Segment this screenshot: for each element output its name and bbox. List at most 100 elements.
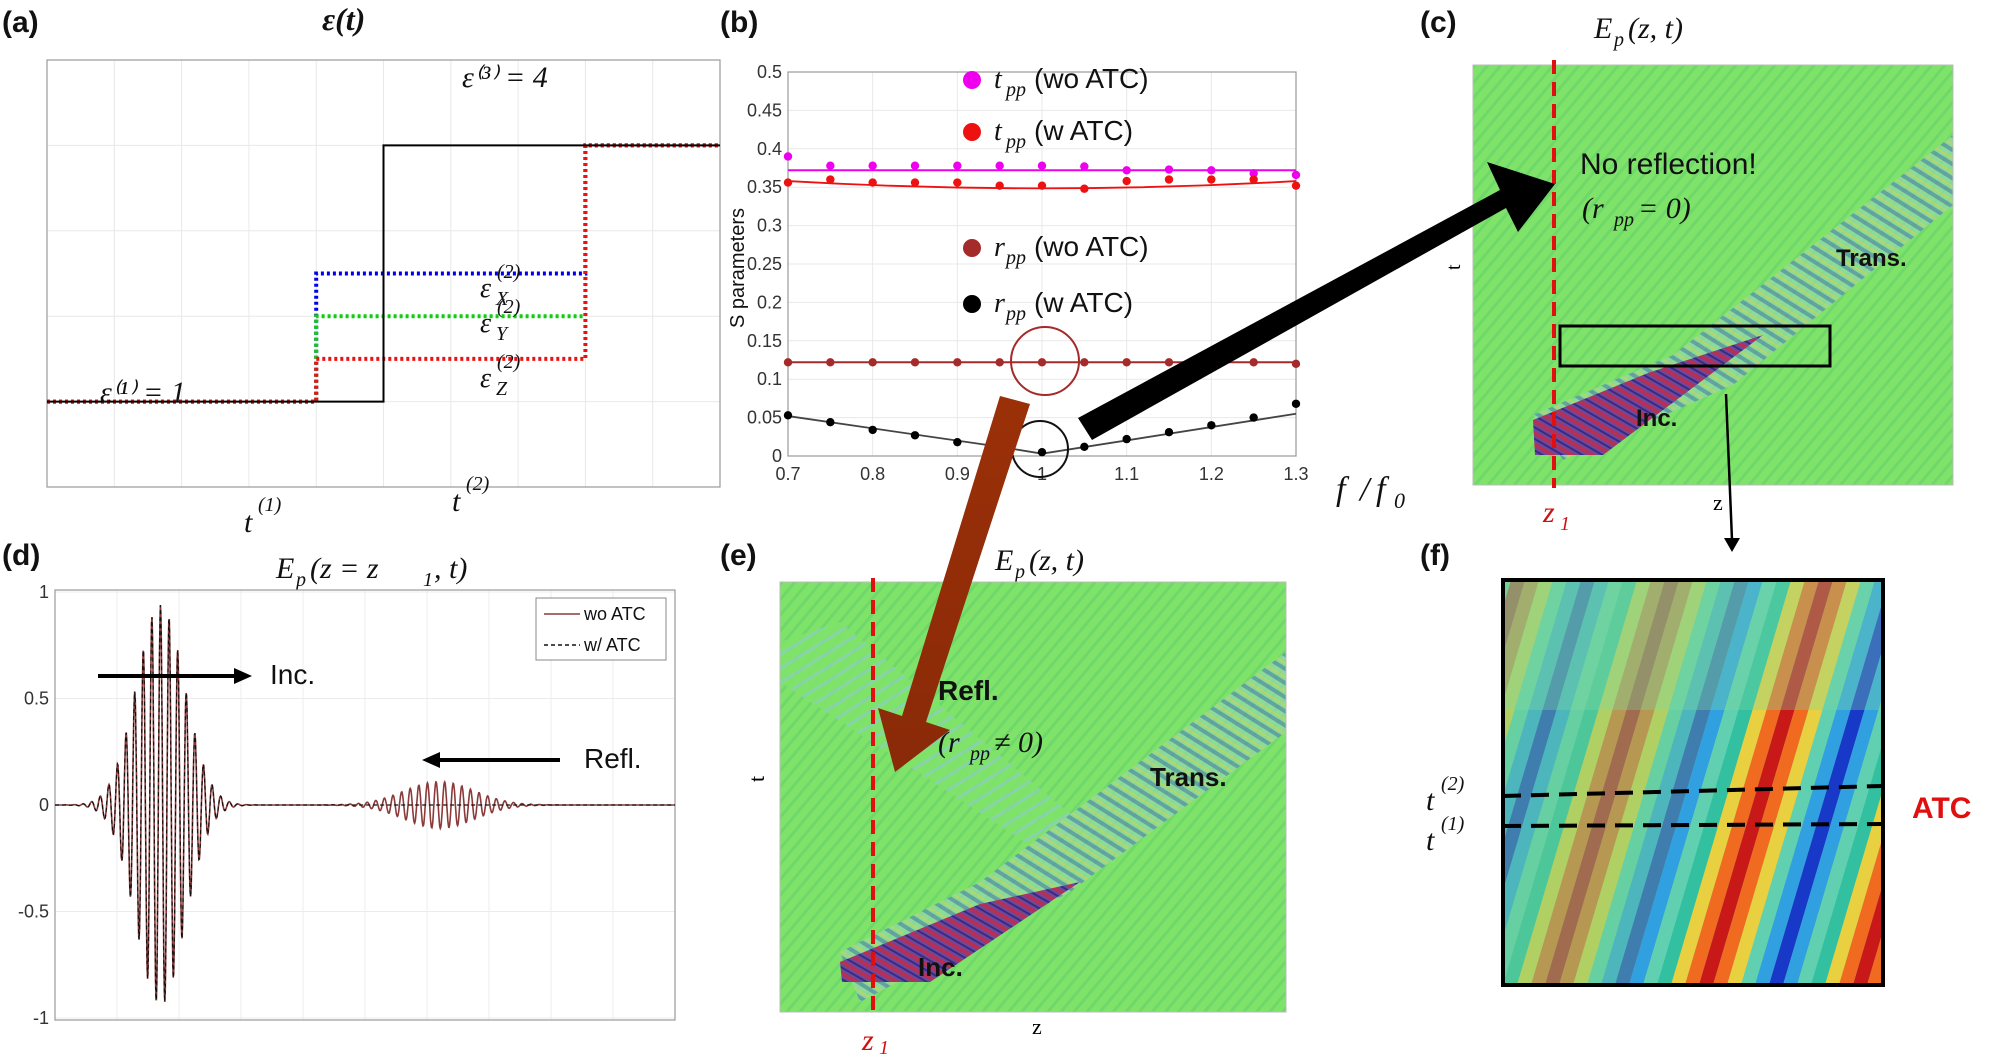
t1-label: t (1) <box>244 494 282 539</box>
data-point <box>1122 434 1131 444</box>
panel-e-inc-label: Inc. <box>918 952 963 982</box>
wave-stripe <box>1671 580 1805 985</box>
data-point <box>1122 176 1131 186</box>
legend-marker <box>963 239 981 257</box>
svg-text:≠ 0): ≠ 0) <box>994 726 1043 759</box>
panel-a-axes <box>46 59 721 488</box>
y-tick-label: 0.2 <box>757 292 782 312</box>
data-point <box>1037 181 1047 190</box>
svg-text:pp: pp <box>1612 209 1634 231</box>
refl-arrow-d-head <box>422 752 440 768</box>
svg-text:E: E <box>1593 12 1612 45</box>
y-tick-label: 0 <box>39 795 49 815</box>
panel-c-axis-t: t <box>1443 264 1465 270</box>
wave-stripe <box>1909 580 1995 985</box>
svg-text:ε: ε <box>480 363 491 394</box>
data-point <box>783 178 793 187</box>
wave-stripe <box>1853 883 1883 985</box>
data-point <box>1122 358 1131 367</box>
data-point <box>953 437 962 447</box>
legend-text: (wo ATC) <box>1034 231 1149 262</box>
data-point <box>995 181 1004 190</box>
svg-text:p: p <box>1612 29 1624 51</box>
wave-stripe <box>1601 580 1735 985</box>
data-point <box>826 161 835 170</box>
panel-d-yticks: -1-0.500.51 <box>18 582 49 1028</box>
panel-e-z1-label: z 1 <box>861 1024 889 1055</box>
wave-stripe <box>1559 580 1693 985</box>
wave-stripe <box>1615 580 1749 985</box>
svg-text:f: f <box>1336 471 1350 508</box>
legend-symbol: t <box>994 116 1003 147</box>
svg-text:pp: pp <box>968 743 990 765</box>
svg-text:ε: ε <box>480 273 491 304</box>
y-tick-label: 0 <box>772 446 782 466</box>
data-point <box>1037 358 1047 367</box>
legend-marker <box>963 295 981 313</box>
legend-symbol: r <box>994 288 1005 319</box>
zoom-pointer-line <box>1724 393 1734 541</box>
svg-text:ε: ε <box>480 308 491 339</box>
black-arrow-to-c <box>1078 162 1555 440</box>
svg-text:Z: Z <box>496 378 508 400</box>
y-tick-label: 0.3 <box>757 216 782 236</box>
svg-text:(r: (r <box>1582 192 1604 225</box>
data-point <box>1164 175 1174 184</box>
t2-dashed-line <box>1502 784 1884 798</box>
svg-text:E: E <box>275 552 294 585</box>
data-point <box>1291 399 1301 408</box>
wave-stripe <box>1937 580 1995 985</box>
data-point <box>826 358 835 367</box>
wave-stripe <box>1923 580 1995 985</box>
svg-text:(z = z: (z = z <box>310 552 379 585</box>
panel-label-c: (c) <box>1420 6 1457 39</box>
panel-e-field <box>780 582 1286 1012</box>
legend-symbol: r <box>994 232 1005 263</box>
svg-text:p: p <box>294 569 306 591</box>
wave-stripe <box>1517 580 1651 985</box>
y-tick-label: 0.15 <box>747 331 782 351</box>
panel-e-trans-label: Trans. <box>1150 762 1227 792</box>
panel-c-rpp: (r pp = 0) <box>1582 192 1691 231</box>
wave-stripe <box>1783 647 1883 985</box>
epsX-label: ε (2) X <box>480 261 521 310</box>
wave-stripe <box>1741 580 1875 985</box>
svg-text:(1): (1) <box>258 494 282 516</box>
wave-stripe <box>1643 580 1777 985</box>
svg-text:(1): (1) <box>1441 813 1465 835</box>
data-point <box>1291 181 1301 190</box>
data-point <box>783 411 793 420</box>
wave-stripe <box>1573 580 1707 985</box>
panel-f: (f) t (2) t (1) ATC <box>1420 539 1995 987</box>
data-point <box>953 161 962 170</box>
svg-text:(z, t): (z, t) <box>1628 12 1683 45</box>
y-tick-label: 1 <box>39 582 49 602</box>
data-point <box>1080 162 1089 171</box>
svg-text:Y: Y <box>496 323 509 345</box>
data-point <box>868 358 877 367</box>
eps1-label: ε⁽¹⁾ = 1 <box>100 376 186 409</box>
wave-stripe <box>1951 580 1995 985</box>
data-point <box>1249 358 1258 367</box>
y-tick-label: 0.45 <box>747 100 782 120</box>
data-point <box>1080 442 1089 451</box>
wave-stripe <box>1979 580 1995 985</box>
panel-d-grid <box>55 590 675 1020</box>
panel-b-ylabel: S parameters <box>727 208 749 328</box>
legend-text: (w ATC) <box>1034 287 1133 318</box>
svg-text:1: 1 <box>879 1037 889 1055</box>
data-point <box>1249 413 1258 422</box>
panel-c-trans-label: Trans. <box>1836 245 1907 272</box>
y-tick-label: 0.05 <box>747 408 782 428</box>
panel-e-axis-t: t <box>744 776 769 782</box>
panel-a-title: ε(t) <box>322 1 365 37</box>
panel-d-title: E p (z = z 1 , t) <box>275 552 467 591</box>
svg-text:E: E <box>994 544 1013 577</box>
panel-b-xlabel: f / f 0 <box>1336 471 1405 513</box>
svg-text:f: f <box>1376 471 1390 508</box>
panel-label-f: (f) <box>1420 539 1450 572</box>
panel-c-frame <box>1472 64 1954 486</box>
wave-stripe <box>1797 694 1883 985</box>
y-tick-label: 0.25 <box>747 254 782 274</box>
brown-arrow-to-e <box>878 396 1030 772</box>
